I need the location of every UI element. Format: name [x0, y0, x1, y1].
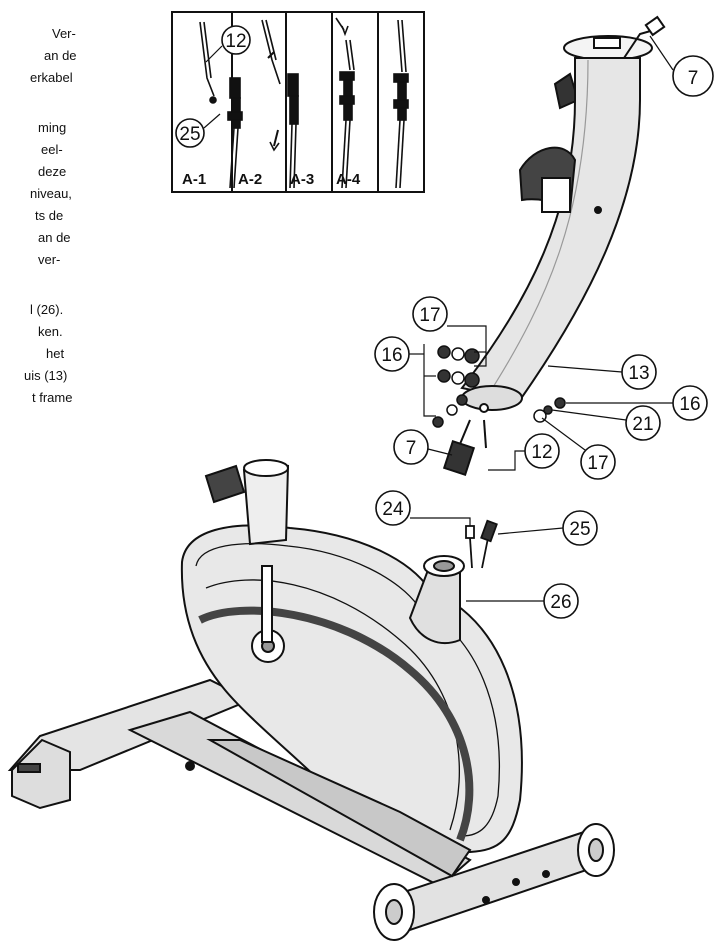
- callout-12: 12: [488, 433, 560, 471]
- frame-cables: [465, 519, 498, 569]
- callout-26: 26: [466, 583, 579, 619]
- instruction-line: l (26).: [30, 302, 64, 317]
- svg-text:16: 16: [381, 345, 402, 366]
- instruction-line: uis (13): [24, 368, 68, 383]
- instruction-line: ming: [38, 120, 67, 135]
- instruction-line: ken.: [38, 324, 63, 339]
- cable-plug-7: [442, 440, 476, 476]
- step-a3-illustration: [335, 17, 355, 189]
- svg-text:12: 12: [531, 442, 552, 463]
- seat-knob: [204, 464, 246, 504]
- main-beam: [127, 710, 472, 888]
- step-label-a3: A-3: [290, 171, 314, 188]
- instruction-line: an de: [44, 48, 77, 63]
- instruction-line: an de: [38, 230, 71, 245]
- instruction-line: Ver-: [52, 26, 76, 41]
- svg-text:25: 25: [179, 124, 200, 145]
- svg-text:26: 26: [550, 592, 571, 613]
- cable-connection-inset: 12 25 A-1 A-2 A-3 A-4: [171, 11, 425, 193]
- svg-text:24: 24: [382, 499, 404, 520]
- callout-21: 21: [551, 405, 661, 441]
- svg-text:12: 12: [225, 31, 246, 52]
- step-a1-illustration: [199, 21, 243, 189]
- callout-17-upper: 17: [412, 296, 487, 367]
- instruction-line: niveau,: [30, 186, 72, 201]
- step-label-a1: A-1: [182, 171, 206, 188]
- svg-text:7: 7: [688, 68, 699, 89]
- callout-16-right: 16: [566, 385, 708, 421]
- step-label-a2: A-2: [238, 171, 262, 188]
- svg-text:7: 7: [406, 438, 417, 459]
- instruction-line: deze: [38, 164, 67, 179]
- callout-7-bottom: 7: [393, 429, 453, 465]
- handlebar-post: [442, 15, 666, 476]
- instruction-line: t frame: [32, 390, 73, 405]
- post-tube: [460, 57, 641, 402]
- svg-text:25: 25: [569, 519, 590, 540]
- svg-text:21: 21: [632, 414, 653, 435]
- bike-frame: [7, 459, 615, 941]
- instruction-line: ver-: [38, 252, 61, 267]
- svg-text:13: 13: [628, 363, 649, 384]
- svg-text:17: 17: [419, 305, 440, 326]
- seat-post-tube: [242, 464, 290, 546]
- callout-12-inset: 12: [205, 25, 251, 63]
- svg-text:16: 16: [679, 394, 700, 415]
- bolt-set-left: [432, 345, 480, 428]
- instruction-line: eel-: [41, 142, 63, 157]
- callout-7-top: 7: [649, 35, 714, 97]
- bolt-set-right: [533, 397, 566, 423]
- callout-24: 24: [375, 490, 471, 534]
- callout-17-lower: 17: [541, 417, 616, 480]
- instruction-line: het: [46, 346, 65, 361]
- callout-13: 13: [547, 354, 657, 390]
- crank-arm: [261, 565, 273, 643]
- callout-16-left: 16: [374, 336, 436, 417]
- callout-25-inset: 25: [175, 113, 221, 148]
- rear-end-cap: [11, 738, 71, 810]
- step-label-a4: A-4: [336, 171, 361, 188]
- instruction-line: ts de: [35, 208, 64, 223]
- svg-text:17: 17: [587, 453, 608, 474]
- step-a4-illustration: [393, 19, 409, 189]
- callout-25: 25: [497, 510, 598, 546]
- post-collar: [461, 385, 523, 411]
- step-a2-illustration: [261, 19, 299, 189]
- instruction-line: erkabel: [30, 70, 73, 85]
